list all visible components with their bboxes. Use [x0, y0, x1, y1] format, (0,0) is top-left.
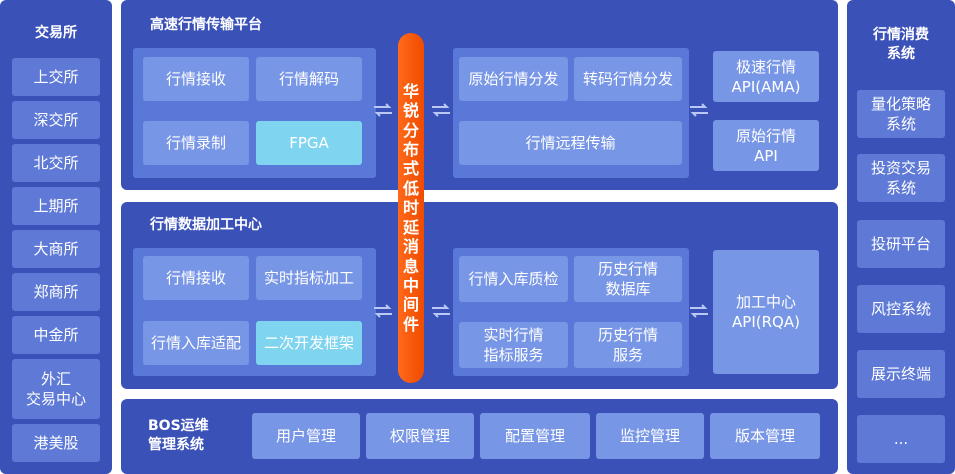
middleware-label: 华锐分布式低时延消息中间件 — [402, 81, 419, 334]
exchange-item-czce[interactable]: 郑商所 — [12, 273, 100, 311]
rqa-api-box[interactable]: 加工中心 API(RQA) — [713, 250, 819, 374]
consumer-item-risk[interactable]: 风控系统 — [857, 285, 945, 333]
exchange-item-shfe[interactable]: 上期所 — [12, 187, 100, 225]
bidirectional-arrow-icon — [690, 304, 708, 318]
consumer-item-terminal[interactable]: 展示终端 — [857, 350, 945, 398]
dev-framework-box[interactable]: 二次开发框架 — [256, 321, 362, 365]
processing-title: 行情数据加工中心 — [150, 217, 262, 233]
consumer-item-research[interactable]: 投研平台 — [857, 220, 945, 268]
exchange-item-hk-us[interactable]: 港美股 — [12, 424, 100, 462]
bos-permission-management[interactable]: 权限管理 — [366, 413, 474, 459]
raw-distribution-box[interactable]: 原始行情分发 — [459, 57, 568, 101]
exchange-item-dce[interactable]: 大商所 — [12, 230, 100, 268]
ama-api-box[interactable]: 极速行情 API(AMA) — [713, 51, 819, 102]
consumer-item-more[interactable]: ... — [857, 415, 945, 463]
storage-qc-box[interactable]: 行情入库质检 — [459, 256, 568, 302]
exchange-item-bse[interactable]: 北交所 — [12, 144, 100, 182]
bidirectional-arrow-icon — [374, 304, 392, 318]
processing-receive-box[interactable]: 行情接收 — [143, 256, 249, 300]
exchange-item-sse[interactable]: 上交所 — [12, 58, 100, 96]
history-service-box[interactable]: 历史行情 服务 — [574, 322, 682, 368]
transcode-distribution-box[interactable]: 转码行情分发 — [574, 57, 682, 101]
exchange-item-szse[interactable]: 深交所 — [12, 101, 100, 139]
bos-config-management[interactable]: 配置管理 — [480, 413, 590, 459]
platform-title: 高速行情传输平台 — [150, 17, 262, 33]
middleware-bar[interactable]: 华锐分布式低时延消息中间件 — [398, 33, 424, 383]
storage-adapter-box[interactable]: 行情入库适配 — [143, 321, 249, 365]
exchange-item-cfets[interactable]: 外汇 交易中心 — [12, 359, 100, 419]
exchange-item-cffex[interactable]: 中金所 — [12, 316, 100, 354]
bidirectional-arrow-icon — [432, 304, 450, 318]
consumer-item-quant[interactable]: 量化策略 系统 — [857, 90, 945, 138]
realtime-indicator-box[interactable]: 实时指标加工 — [256, 256, 362, 300]
platform-receive-box[interactable]: 行情接收 — [143, 57, 249, 101]
exchange-column-title: 交易所 — [35, 25, 77, 41]
exchange-column: 交易所 上交所 深交所 北交所 上期所 大商所 郑商所 中金所 外汇 交易中心 … — [0, 0, 112, 474]
bos-title: BOS运维 管理系统 — [148, 418, 209, 453]
bidirectional-arrow-icon — [374, 103, 392, 117]
realtime-indicator-service-box[interactable]: 实时行情 指标服务 — [459, 322, 568, 368]
history-database-box[interactable]: 历史行情 数据库 — [574, 256, 682, 302]
bos-monitor-management[interactable]: 监控管理 — [596, 413, 704, 459]
bidirectional-arrow-icon — [432, 103, 450, 117]
consumer-item-trading[interactable]: 投资交易 系统 — [857, 154, 945, 202]
bidirectional-arrow-icon — [690, 103, 708, 117]
bos-user-management[interactable]: 用户管理 — [252, 413, 360, 459]
raw-api-box[interactable]: 原始行情 API — [713, 120, 819, 171]
remote-transmission-box[interactable]: 行情远程传输 — [459, 121, 682, 165]
consumer-column: 行情消费 系统 量化策略 系统 投资交易 系统 投研平台 风控系统 展示终端 .… — [847, 0, 955, 474]
consumer-column-title: 行情消费 系统 — [873, 27, 929, 62]
platform-fpga-box[interactable]: FPGA — [256, 121, 362, 165]
platform-record-box[interactable]: 行情录制 — [143, 121, 249, 165]
platform-decode-box[interactable]: 行情解码 — [256, 57, 362, 101]
bos-version-management[interactable]: 版本管理 — [710, 413, 820, 459]
